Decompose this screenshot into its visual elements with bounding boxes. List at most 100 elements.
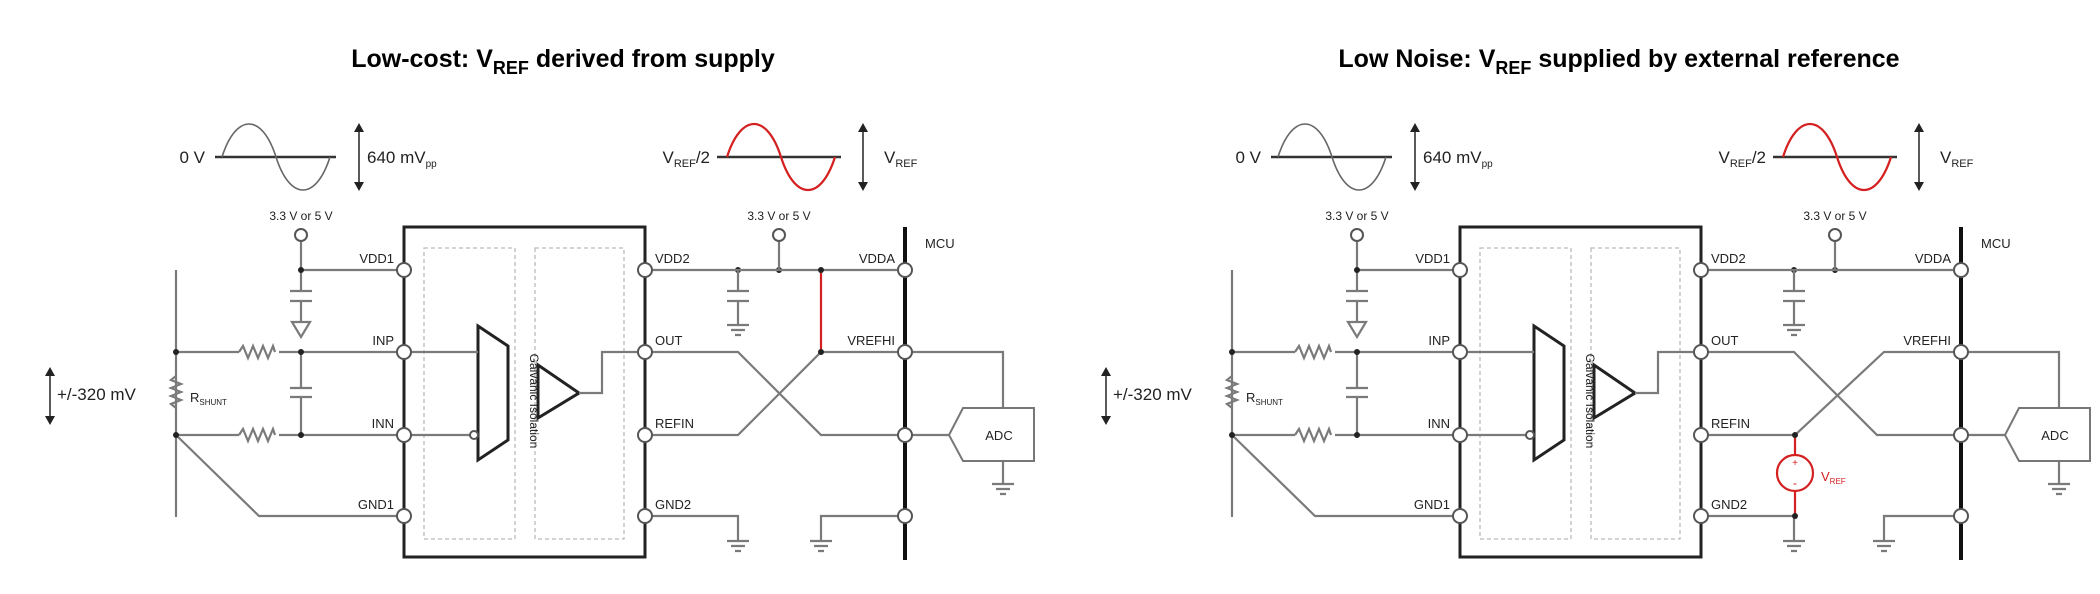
internal-wires <box>1460 350 1701 437</box>
output-amplitude-arrow-icon <box>858 123 868 191</box>
panel-title: Low Noise: VREF supplied by external ref… <box>1338 45 1899 78</box>
left-pins: VDD1 INP INN GND1 <box>1414 251 1468 524</box>
adc-label: ADC <box>2041 428 2068 443</box>
modulator-symbol <box>476 323 510 463</box>
output-wires <box>1701 242 2061 541</box>
input-sine <box>1277 123 1387 191</box>
pin-label-gnd1: GND1 <box>1414 497 1450 512</box>
mcu-pins <box>897 262 913 524</box>
inverting-input-bubble <box>469 430 479 440</box>
pin-vdd1 <box>396 262 412 278</box>
output-buffer-symbol <box>536 362 582 421</box>
input-amplitude-label: 640 mVpp <box>367 148 437 170</box>
supply-label-right: 3.3 V or 5 V <box>1803 209 1866 223</box>
supply-label-left: 3.3 V or 5 V <box>1325 209 1388 223</box>
shunt-label: RSHUNT <box>1246 390 1283 407</box>
pin-label-vdd2: VDD2 <box>1711 251 1746 266</box>
pin-refin <box>1693 427 1709 443</box>
pin-label-inp: INP <box>372 333 394 348</box>
inverting-input-bubble <box>1525 430 1535 440</box>
pin-gnd2 <box>637 508 653 524</box>
junction-dots <box>173 267 782 438</box>
junction-dots <box>1229 267 1838 438</box>
pin-vdd1 <box>1452 262 1468 278</box>
pin-out <box>1693 344 1709 360</box>
input-amplitude-arrow-icon <box>354 123 364 191</box>
shunt-resistor <box>168 375 184 409</box>
input-waveform: 0 V 640 mVpp <box>179 123 437 191</box>
schematic-panel-1: Low-cost: VREF derived from supply 0 V 6… <box>45 45 1035 560</box>
modulator-symbol <box>1532 323 1566 463</box>
supply-terminal-left <box>294 228 308 242</box>
ground-icon <box>1346 320 1368 340</box>
mcu-pin-vdda: VDDA <box>1915 251 1951 266</box>
shunt-label: RSHUNT <box>190 390 227 407</box>
pin-gnd2 <box>1693 508 1709 524</box>
pin-inn <box>396 427 412 443</box>
supply-terminal-right <box>1828 228 1842 242</box>
pin-label-vdd1: VDD1 <box>359 251 394 266</box>
output-amplitude-arrow-icon <box>1914 123 1924 191</box>
pin-label-inn: INN <box>372 416 394 431</box>
isolation-block-right <box>1590 247 1681 540</box>
vref-source-label: VREF <box>1821 469 1846 486</box>
pin-label-inp: INP <box>1428 333 1450 348</box>
input-sine <box>221 123 331 191</box>
output-wave-level: VREF/2 <box>1718 148 1766 170</box>
output-waveform: VREF/2 VREF <box>662 123 918 191</box>
earth-ground-icons <box>727 323 1014 553</box>
pin-label-out: OUT <box>1711 333 1739 348</box>
vref-supply-link <box>818 267 824 355</box>
schematic-panel-2: Low Noise: VREF supplied by external ref… <box>1101 45 2091 560</box>
capacitor-plates <box>1346 289 1368 399</box>
supply-terminal-left <box>1350 228 1364 242</box>
output-sine <box>725 123 837 191</box>
pin-label-inn: INN <box>1428 416 1450 431</box>
external-vref-source: + - VREF <box>1775 432 1846 519</box>
pin-vdd2 <box>637 262 653 278</box>
mcu-pin-vdda: VDDA <box>859 251 895 266</box>
output-waveform: VREF/2 VREF <box>1718 123 1974 191</box>
pin-label-refin: REFIN <box>655 416 694 431</box>
pin-label-out: OUT <box>655 333 683 348</box>
supply-label-left: 3.3 V or 5 V <box>269 209 332 223</box>
input-wave-level: 0 V <box>1235 148 1261 167</box>
output-amplitude-label: VREF <box>1940 148 1974 170</box>
input-range-label: +/-320 mV <box>1113 385 1193 404</box>
pin-out <box>637 344 653 360</box>
filter-resistors <box>238 342 277 444</box>
pin-label-gnd1: GND1 <box>358 497 394 512</box>
left-pins: VDD1 INP INN GND1 <box>358 251 412 524</box>
mcu-label: MCU <box>1981 236 2011 251</box>
supply-terminal-right <box>772 228 786 242</box>
input-wires <box>174 242 404 518</box>
vdd2-capacitor <box>1783 289 1805 303</box>
vdd2-capacitor <box>727 289 749 303</box>
pin-gnd1 <box>1452 508 1468 524</box>
earth-ground-icons <box>1783 323 2070 553</box>
mcu-pin-vrefhi: VREFHI <box>847 333 895 348</box>
voltage-source-icon <box>1775 453 1815 493</box>
input-amplitude-label: 640 mVpp <box>1423 148 1493 170</box>
pin-label-vdd2: VDD2 <box>655 251 690 266</box>
input-range-arrow-icon <box>45 367 55 425</box>
adc-block <box>2003 407 2091 462</box>
isolated-amplifier-body <box>402 225 647 559</box>
pin-label-gnd2: GND2 <box>1711 497 1747 512</box>
input-wires <box>1230 242 1460 518</box>
ground-icon <box>290 320 312 340</box>
output-buffer-symbol <box>1592 362 1638 421</box>
supply-label-right: 3.3 V or 5 V <box>747 209 810 223</box>
pin-label-gnd2: GND2 <box>655 497 691 512</box>
right-pins: VDD2 OUT REFIN GND2 <box>655 251 694 512</box>
input-range-label: +/-320 mV <box>57 385 137 404</box>
adc-block <box>947 407 1035 462</box>
mcu-pin-vrefhi: VREFHI <box>1903 333 1951 348</box>
pin-inp <box>396 344 412 360</box>
right-pins: VDD2 OUT REFIN GND2 <box>1711 251 1750 512</box>
pin-inn <box>1452 427 1468 443</box>
internal-wires <box>404 350 645 437</box>
pin-label-vdd1: VDD1 <box>1415 251 1450 266</box>
shunt-resistor <box>1224 375 1240 409</box>
